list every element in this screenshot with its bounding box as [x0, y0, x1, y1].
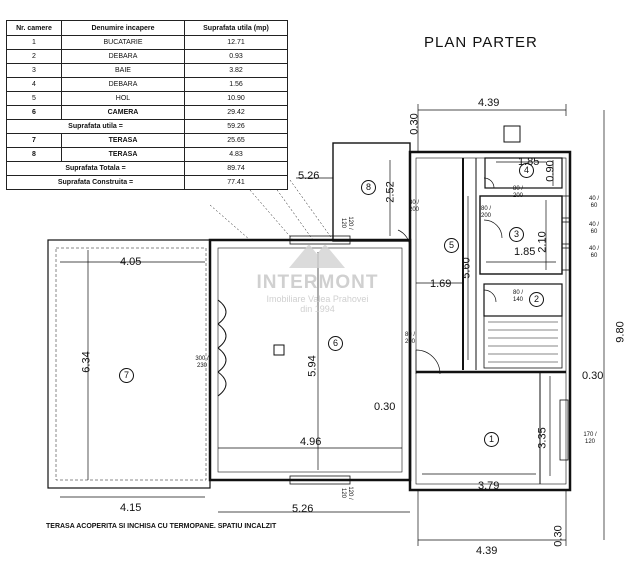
terrace-8-walls: [332, 142, 411, 242]
dim-room6-height: 5.94: [306, 355, 319, 377]
dim-bottom-offset: 5.26: [292, 503, 314, 515]
subtotal-label: Suprafata utila =: [6, 119, 185, 134]
dim-top-width: 4.39: [478, 97, 500, 109]
table-row: 3 BAIE 3.82: [6, 63, 288, 78]
right-block-walls: [408, 150, 572, 492]
window-r3-label: 40 / 60: [588, 246, 599, 259]
room-number-8: 8: [361, 180, 376, 195]
built-label: Suprafata Construita =: [6, 175, 185, 190]
dim-kitchen-width: 3.79: [478, 480, 500, 492]
built-value: 77.41: [184, 175, 288, 190]
chimney: [503, 125, 521, 143]
mountain-logo-icon: [289, 244, 345, 268]
window-r2-label: 40 / 60: [588, 222, 599, 235]
room-number-4: 4: [519, 163, 534, 178]
dim-pantry4-height: 0.90: [544, 160, 557, 182]
window-kitchen-label: 170 / 120: [583, 432, 597, 445]
door-bath-label: 80 / 200: [512, 186, 523, 199]
door-room6-label: 80 / 200: [404, 332, 415, 345]
intermont-watermark: INTERMONT Imobiliare Valea Prahovei din …: [245, 244, 390, 314]
header-area: Suprafata utila (mp): [184, 20, 288, 36]
dim-wall-mid-left: 0.30: [374, 401, 396, 413]
window-r1-label: 40 / 60: [588, 196, 599, 209]
terrace-7-outline: [47, 239, 211, 489]
dim-hall-height: 5.60: [460, 257, 473, 279]
header-nr: Nr. camere: [6, 20, 62, 36]
dim-bottom-width: 4.39: [476, 545, 498, 557]
dim-hall-width: 1.69: [430, 278, 452, 290]
dim-kitchen-height: 3.35: [536, 427, 549, 449]
total-row: Suprafata Totala = 89.74: [6, 161, 288, 176]
watermark-line1: Imobiliare Valea Prahovei: [266, 294, 369, 304]
pantry-4-walls: [484, 157, 563, 189]
dim-wall-top: 0.30: [408, 113, 421, 135]
subtotal-value: 59.26: [184, 119, 288, 134]
header-name: Denumire incapere: [61, 20, 185, 36]
dim-terrace8-height: 2.52: [384, 181, 397, 203]
dim-terrace-width: 4.05: [120, 256, 142, 268]
table-row: 5 HOL 10.90: [6, 91, 288, 106]
dim-terrace-bottom: 4.15: [120, 502, 142, 514]
dim-left-offset: 5.26: [298, 170, 320, 182]
window-bottom-label: 120 / 120: [340, 486, 353, 500]
plan-title: PLAN PARTER: [424, 34, 538, 51]
window-room6-left-label: 300 / 230: [195, 356, 209, 369]
dim-room6-width: 4.96: [300, 436, 322, 448]
footnote: TERASA ACOPERITA SI INCHISA CU TERMOPANE…: [46, 523, 277, 530]
room-number-2: 2: [529, 292, 544, 307]
dim-terrace-height: 6.34: [80, 351, 93, 373]
door-pantry2-label: 80 / 140: [512, 290, 523, 303]
dim-bath-height: 2.10: [536, 231, 549, 253]
table-header-row: Nr. camere Denumire incapere Suprafata u…: [6, 20, 288, 36]
table-row: 2 DEBARA 0.93: [6, 49, 288, 64]
table-row: 6 CAMERA 29.42: [6, 105, 288, 120]
door-hall-label: 80 / 200: [480, 206, 491, 219]
dim-wall-bottom: 0.30: [552, 525, 565, 547]
total-label: Suprafata Totala =: [6, 161, 185, 176]
table-row: 8 TERASA 4.83: [6, 147, 288, 162]
total-value: 89.74: [184, 161, 288, 176]
room-number-5: 5: [444, 238, 459, 253]
stairs: [483, 315, 563, 369]
dim-total-height: 9.80: [614, 321, 627, 343]
room-number-6: 6: [328, 336, 343, 351]
door-t8-label: 80 / 200: [408, 200, 419, 213]
room-area-table: Nr. camere Denumire incapere Suprafata u…: [6, 20, 288, 190]
table-row: 7 TERASA 25.65: [6, 133, 288, 148]
room-number-3: 3: [509, 227, 524, 242]
subtotal-row: Suprafata utila = 59.26: [6, 119, 288, 134]
watermark-brand: INTERMONT: [256, 272, 379, 293]
window-top-label: 120 / 120: [340, 216, 353, 230]
dim-wall-mid-right: 0.30: [582, 370, 604, 382]
room-number-7: 7: [119, 368, 134, 383]
table-row: 1 BUCATARIE 12.71: [6, 35, 288, 50]
dim-bath-width: 1.85: [514, 246, 536, 258]
built-row: Suprafata Construita = 77.41: [6, 175, 288, 190]
watermark-line2: din 1994: [300, 304, 335, 314]
table-row: 4 DEBARA 1.56: [6, 77, 288, 92]
room-number-1: 1: [484, 432, 499, 447]
